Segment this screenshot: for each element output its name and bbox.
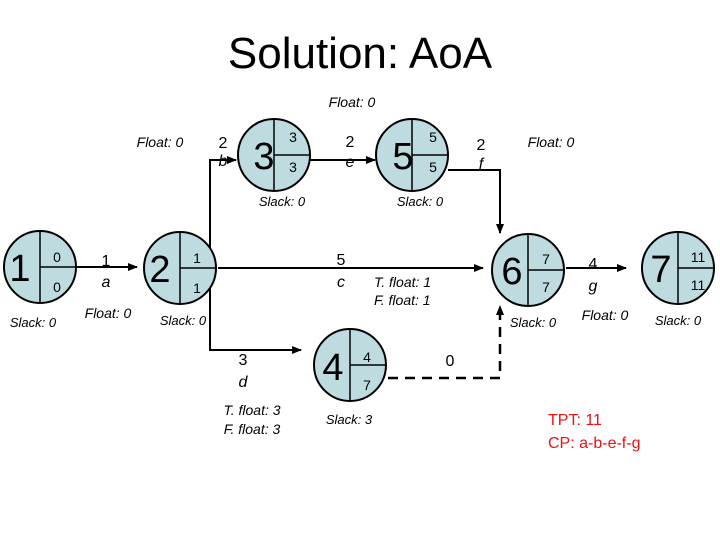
node-2-slack: Slack: 0 [160,313,207,328]
node-4-slack: Slack: 3 [326,412,373,427]
node-3-early: 3 [289,129,297,145]
activity-b-name: b [219,153,228,170]
summary-critical-path: CP: a-b-e-f-g [548,435,640,452]
activity-g-name: g [589,278,598,295]
node-7-late: 11 [691,277,706,293]
node-1-late: 0 [53,279,61,295]
activity-g-float: Float: 0 [582,307,629,323]
activity-f-duration: 2 [477,137,486,154]
activity-f-float: Float: 0 [528,134,575,150]
node-2-early: 1 [193,250,201,266]
node-4-late: 7 [363,377,371,393]
node-1: 1 0 0 [3,230,77,304]
node-6-late: 7 [542,279,550,295]
node-3-late: 3 [289,159,297,175]
activity-e-name: e [346,154,355,171]
node-5-number: 5 [392,136,413,178]
activity-d-duration: 3 [239,352,248,369]
activity-c-duration: 5 [337,252,346,269]
node-7-slack: Slack: 0 [655,313,702,328]
activity-a-duration: 1 [102,253,111,270]
activity-b-float: Float: 0 [137,134,184,150]
node-5: 5 5 5 [375,118,449,192]
activity-e-float: Float: 0 [329,94,376,110]
activity-b-duration: 2 [219,135,228,152]
node-2-number: 2 [149,249,170,291]
summary-tpt: TPT: 11 [548,412,602,429]
arrow-b [209,156,237,248]
node-5-late: 5 [429,159,437,175]
node-6: 6 7 7 [491,233,565,307]
arrow-d [209,288,302,354]
node-7-number: 7 [650,249,671,291]
node-3: 3 3 3 [237,118,311,192]
node-1-number: 1 [9,248,30,290]
node-6-number: 6 [501,251,522,293]
node-6-slack: Slack: 0 [510,315,557,330]
node-5-early: 5 [429,129,437,145]
node-3-slack: Slack: 0 [259,194,306,209]
activity-f-name: f [479,156,485,173]
node-7-early: 11 [691,249,706,265]
activity-c-free-float: F. float: 1 [374,292,431,308]
activity-dummy-duration: 0 [446,353,455,370]
node-2: 2 1 1 [143,231,217,305]
node-2-late: 1 [193,280,201,296]
node-4: 4 4 7 [313,328,387,402]
arrow-f [448,169,504,234]
activity-d-total-float: T. float: 3 [223,402,280,418]
activity-c-total-float: T. float: 1 [374,274,431,290]
node-1-slack: Slack: 0 [10,315,57,330]
node-3-number: 3 [253,136,274,178]
node-7: 7 11 11 [641,231,715,305]
node-6-early: 7 [542,251,550,267]
node-1-early: 0 [53,249,61,265]
activity-d-name: d [239,374,249,391]
activity-g-duration: 4 [589,256,598,273]
node-5-slack: Slack: 0 [397,194,444,209]
activity-d-free-float: F. float: 3 [224,421,281,437]
activity-c-name: c [337,274,345,291]
page-title: Solution: AoA [228,29,493,78]
activity-a-float: Float: 0 [85,305,132,321]
arrow-dummy [388,305,504,380]
activity-a-name: a [102,274,111,291]
activity-e-duration: 2 [346,134,355,151]
node-4-early: 4 [363,349,371,365]
node-4-number: 4 [322,347,343,389]
